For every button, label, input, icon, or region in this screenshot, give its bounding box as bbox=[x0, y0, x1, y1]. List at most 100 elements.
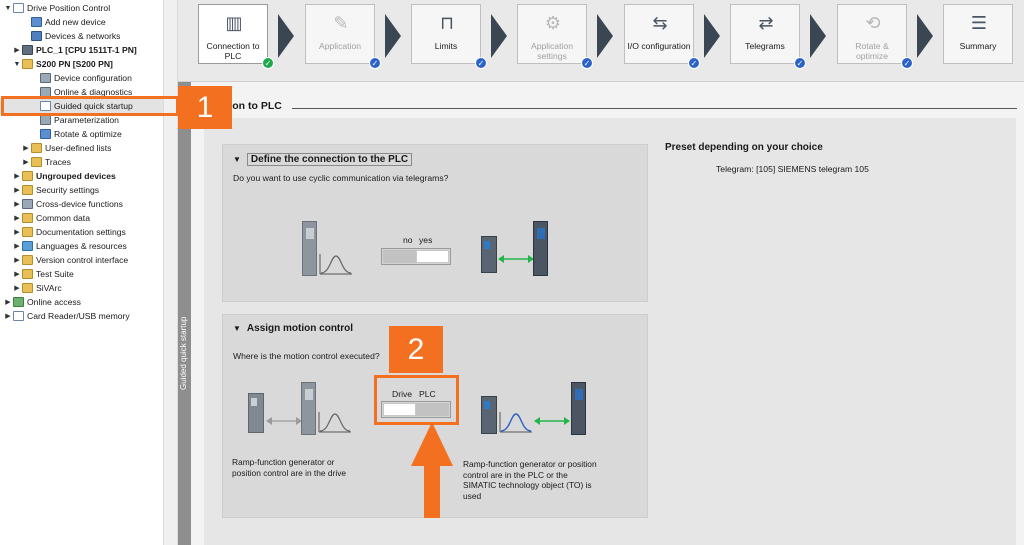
motion-control-toggle[interactable] bbox=[381, 401, 451, 418]
tree-item[interactable]: ▶ Cross-device functions bbox=[0, 197, 163, 211]
tree-item[interactable]: ▶Card Reader/USB memory bbox=[0, 309, 163, 323]
step-icon: ▥ bbox=[225, 12, 243, 33]
workflow-step[interactable]: ▥Connection to PLC bbox=[198, 4, 268, 64]
expand-arrow-right-icon[interactable]: ▶ bbox=[23, 145, 29, 152]
step-chevron-icon bbox=[385, 14, 401, 58]
collapse-triangle-icon[interactable]: ▼ bbox=[233, 324, 241, 333]
expand-arrow-right-icon[interactable]: ▶ bbox=[14, 271, 20, 278]
plc-motion-note: Ramp-function generator or position cont… bbox=[463, 459, 597, 501]
drive-motion-note: Ramp-function generator or position cont… bbox=[232, 457, 347, 478]
drive-device-icon bbox=[302, 221, 317, 276]
tree-item[interactable]: Add new device bbox=[0, 15, 163, 29]
tree-item[interactable]: Rotate & optimize bbox=[0, 127, 163, 141]
folder-icon bbox=[22, 59, 33, 69]
tree-item-label: User-defined lists bbox=[45, 143, 112, 153]
green-check-icon: ✓ bbox=[262, 57, 274, 69]
preset-telegram-row: Telegram: [105] SIEMENS telegram 105 bbox=[716, 164, 869, 174]
tree-item[interactable]: ▶ Ungrouped devices bbox=[0, 169, 163, 183]
expand-arrow-right-icon[interactable]: ▶ bbox=[14, 243, 20, 250]
collapse-triangle-icon[interactable]: ▼ bbox=[233, 155, 241, 164]
tree-item[interactable]: Guided quick startup bbox=[0, 99, 163, 113]
tree-item[interactable]: ▶Online access bbox=[0, 295, 163, 309]
folder-icon bbox=[22, 185, 33, 195]
expand-arrow-right-icon[interactable]: ▶ bbox=[23, 159, 29, 166]
drive-small-device-icon bbox=[248, 393, 264, 433]
workflow-step[interactable]: ⊓Limits bbox=[411, 4, 481, 64]
expand-arrow-down-icon[interactable]: ▼ bbox=[13, 60, 21, 68]
tree-item[interactable]: ▶ SiVArc bbox=[0, 281, 163, 295]
tree-item[interactable]: ▶Security settings bbox=[0, 183, 163, 197]
tree-item[interactable]: Devices & networks bbox=[0, 29, 163, 43]
tree-item-label: Cross-device functions bbox=[36, 199, 123, 209]
tree-item[interactable]: ▶Documentation settings bbox=[0, 225, 163, 239]
workflow-step: ⟲Rotate & optimize bbox=[837, 4, 907, 64]
tree-item-label: SiVArc bbox=[36, 283, 62, 293]
tree-item-label: Languages & resources bbox=[36, 241, 127, 251]
toggle-plc-label: PLC bbox=[419, 389, 436, 399]
tree-item[interactable]: ▶PLC_1 [CPU 1511T-1 PN] bbox=[0, 43, 163, 57]
plc-device-icon bbox=[533, 221, 548, 276]
step-icon: ⇄ bbox=[758, 12, 774, 33]
expand-arrow-right-icon[interactable]: ▶ bbox=[14, 215, 20, 222]
step-icon: ⚙ bbox=[544, 12, 562, 33]
tree-item[interactable]: ▼ Drive Position Control bbox=[0, 1, 163, 15]
define-connection-panel: ▼ Define the connection to the PLC Do yo… bbox=[222, 144, 648, 302]
define-connection-header[interactable]: ▼ Define the connection to the PLC bbox=[233, 153, 413, 166]
expand-arrow-right-icon[interactable]: ▶ bbox=[14, 285, 20, 292]
step-icon: ☰ bbox=[970, 12, 988, 33]
tree-item-label: Drive Position Control bbox=[27, 3, 111, 13]
tree-item-label: Online & diagnostics bbox=[54, 87, 133, 97]
project-tree-scrollbar[interactable] bbox=[163, 0, 178, 545]
tool-icon bbox=[40, 73, 51, 83]
callout-1-highlight bbox=[1, 96, 179, 116]
expand-arrow-down-icon[interactable]: ▼ bbox=[4, 4, 12, 12]
plc-small-device-icon bbox=[481, 236, 497, 273]
tree-item[interactable]: Device configuration bbox=[0, 71, 163, 85]
step-label: Application settings bbox=[530, 41, 574, 61]
tree-item[interactable]: ▶ Version control interface bbox=[0, 253, 163, 267]
folder-icon bbox=[31, 157, 42, 167]
folder-icon bbox=[22, 283, 33, 293]
dev-icon bbox=[22, 45, 33, 55]
callout-1-badge: 1 bbox=[178, 86, 232, 129]
tree-item[interactable]: ▶Common data bbox=[0, 211, 163, 225]
tree-item-label: Ungrouped devices bbox=[36, 171, 116, 181]
tree-item-label: Version control interface bbox=[36, 255, 129, 265]
page-title: ction to PLC bbox=[220, 100, 282, 112]
expand-arrow-right-icon[interactable]: ▶ bbox=[14, 229, 20, 236]
step-label: Rotate & optimize bbox=[855, 41, 889, 61]
step-icon: ✎ bbox=[333, 12, 349, 33]
guided-quick-startup-sidebar-tab[interactable]: Guided quick startup bbox=[178, 82, 191, 545]
cyclic-communication-toggle[interactable] bbox=[381, 248, 451, 265]
expand-arrow-right-icon[interactable]: ▶ bbox=[14, 187, 20, 194]
expand-arrow-right-icon[interactable]: ▶ bbox=[5, 313, 11, 320]
folder-icon bbox=[22, 171, 33, 181]
expand-arrow-right-icon[interactable]: ▶ bbox=[14, 47, 20, 54]
tree-item-label: S200 PN [S200 PN] bbox=[36, 59, 113, 69]
tree-item[interactable]: ▶ Languages & resources bbox=[0, 239, 163, 253]
workflow-step[interactable]: ☰Summary bbox=[943, 4, 1013, 64]
tool-icon bbox=[22, 199, 33, 209]
toggle-no-option[interactable] bbox=[383, 250, 416, 263]
workflow-step: ✎Application bbox=[305, 4, 375, 64]
title-divider bbox=[292, 108, 1017, 109]
assign-motion-control-header[interactable]: ▼ Assign motion control bbox=[233, 323, 353, 334]
tree-item[interactable]: ▶Traces bbox=[0, 155, 163, 169]
workflow-step[interactable]: ⇆I/O configuration bbox=[624, 4, 694, 64]
expand-arrow-right-icon[interactable]: ▶ bbox=[14, 201, 20, 208]
workflow-step[interactable]: ⇄Telegrams bbox=[730, 4, 800, 64]
toggle-yes-option[interactable] bbox=[416, 250, 449, 263]
doc-icon bbox=[13, 311, 24, 321]
tree-item[interactable]: ▶ User-defined lists bbox=[0, 141, 163, 155]
expand-arrow-right-icon[interactable]: ▶ bbox=[14, 257, 20, 264]
callout-arrow-icon bbox=[411, 422, 453, 518]
tree-item[interactable]: ▼ S200 PN [S200 PN] bbox=[0, 57, 163, 71]
tree-item[interactable]: ▶Test Suite bbox=[0, 267, 163, 281]
toggle-drive-option[interactable] bbox=[383, 403, 416, 416]
blue-check-icon: ✓ bbox=[688, 57, 700, 69]
step-chevron-icon bbox=[704, 14, 720, 58]
toggle-plc-option[interactable] bbox=[416, 403, 449, 416]
bidirectional-link-icon-2 bbox=[534, 417, 570, 425]
expand-arrow-right-icon[interactable]: ▶ bbox=[5, 299, 11, 306]
expand-arrow-right-icon[interactable]: ▶ bbox=[14, 173, 20, 180]
